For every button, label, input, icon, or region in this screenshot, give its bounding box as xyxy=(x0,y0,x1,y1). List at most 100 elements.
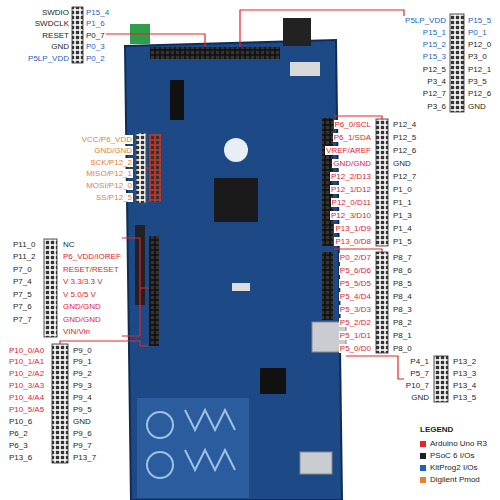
pin-header xyxy=(52,344,68,463)
pin-label: P12_2/D13 xyxy=(330,172,372,181)
pin-label: MISO/P12_1 xyxy=(85,169,133,178)
pin-label: GND/GND xyxy=(62,315,102,324)
digital-header xyxy=(322,252,333,320)
pin-label: P10_3/A3 xyxy=(8,381,45,390)
pin-label: P6_2 xyxy=(8,429,29,438)
legend-swatch xyxy=(420,453,426,459)
leader-lines xyxy=(60,10,404,379)
pin-label: P12_1 xyxy=(467,65,492,74)
pin-label: P15_2 xyxy=(422,40,447,49)
pin-label: P9_6 xyxy=(72,429,93,438)
legend-text: Digilent Pmod xyxy=(430,474,480,486)
pin-header xyxy=(136,133,146,203)
touch-button xyxy=(147,412,173,438)
pin-label: P13_4 xyxy=(452,381,477,390)
pin-label: V 3.3/3.3 V xyxy=(62,277,104,286)
pin-label: P5_1/D1 xyxy=(339,331,372,340)
pin-label: P3_0 xyxy=(467,52,488,61)
leader-line xyxy=(146,167,149,168)
digital-pins xyxy=(322,252,333,320)
pin-header xyxy=(376,252,388,353)
pin-label: P5_5/D5 xyxy=(339,279,372,288)
legend-text: Arduino Uno R3 xyxy=(430,438,487,450)
touch-slider xyxy=(185,410,235,470)
pin-label: P15_1 xyxy=(422,28,447,37)
crystal xyxy=(232,283,250,291)
pin-label: P8_1 xyxy=(392,331,413,340)
pin-label: P6_0/SCL xyxy=(334,120,372,129)
pin-label: P8_3 xyxy=(392,305,413,314)
pin-label: P5_7 xyxy=(409,369,430,378)
pin-label: GND xyxy=(392,159,412,168)
pin-label: P3_4 xyxy=(426,77,447,86)
digital-header xyxy=(322,118,333,246)
pin-label: P12_0 xyxy=(467,40,492,49)
pin-label: P10_6 xyxy=(8,417,33,426)
pin-label: P12_4 xyxy=(392,120,417,129)
pin-label: P5_4/D4 xyxy=(339,292,372,301)
pin-label: P1_6 xyxy=(85,19,106,28)
pin-label: P12_0/D11 xyxy=(331,198,372,207)
legend-swatch xyxy=(420,465,426,471)
pin-label: GND/GND xyxy=(332,159,372,168)
leader-line xyxy=(122,238,149,336)
pin-grid xyxy=(450,14,464,112)
legend-text: PSoC 6 I/Os xyxy=(430,450,474,462)
pin-label: P7_4 xyxy=(12,277,33,286)
pin-label: P3_5 xyxy=(467,77,488,86)
pin-grid xyxy=(376,119,388,246)
pin-label: GND/GND xyxy=(62,302,102,311)
pin-label: P11_2 xyxy=(12,252,37,261)
pin-label: VCC/P6_VDD xyxy=(81,135,133,144)
pin-label: P9_0 xyxy=(72,346,93,355)
pin-label: P10_5/A5 xyxy=(8,405,45,414)
pin-label: GND xyxy=(72,417,92,426)
pin-label: P9_1 xyxy=(72,357,93,366)
pin-label: P10_7 xyxy=(405,381,430,390)
pin-grid xyxy=(136,133,146,203)
pin-label: SS/P12_5 xyxy=(95,193,133,202)
touch-area xyxy=(137,398,249,498)
pin-label: P15_5 xyxy=(467,16,492,25)
pin-label: SWDCLK xyxy=(34,19,70,28)
pin-label: P15_3 xyxy=(422,52,447,61)
pin-grid xyxy=(44,239,57,337)
component xyxy=(290,62,320,76)
kitprog-chip xyxy=(260,368,286,394)
pin-grid xyxy=(72,7,83,63)
pin-label: P12_7 xyxy=(392,172,417,181)
pin-label: P1_5 xyxy=(392,237,413,246)
pin-label: P10_2/A2 xyxy=(8,369,45,378)
pin-header xyxy=(44,239,57,337)
pin-label: P1_1 xyxy=(392,198,413,207)
pin-label: P6_3 xyxy=(8,441,29,450)
pin-label: P9_4 xyxy=(72,393,93,402)
pin-label: MOSI/P12_0 xyxy=(85,181,133,190)
touch-button xyxy=(147,452,173,478)
pin-label: P12_5 xyxy=(392,133,417,142)
pin-label: P7_7 xyxy=(12,315,33,324)
pin-label: P1_4 xyxy=(392,224,413,233)
pin-label: P13_7 xyxy=(72,453,97,462)
pin-label: P10_0/A0 xyxy=(8,346,45,355)
pin-label: GND xyxy=(467,102,487,111)
pin-label: P12_1/D12 xyxy=(330,185,372,194)
pin-label: P6_VDD/IOREF xyxy=(62,252,122,261)
top-header xyxy=(150,47,280,59)
pin-label: P8_4 xyxy=(392,292,413,301)
pin-grid xyxy=(434,356,448,402)
pin-label: P5_2/D2 xyxy=(339,318,372,327)
pin-label: P5LP_VDD xyxy=(27,54,70,63)
pin-label: P1_0 xyxy=(392,185,413,194)
pin-header xyxy=(434,356,448,402)
pin-label: P3_6 xyxy=(426,102,447,111)
pin-label: P10_1/A1 xyxy=(8,357,45,366)
digital-pins xyxy=(322,118,333,246)
pin-label: P5_6/D6 xyxy=(339,266,372,275)
pin-label: P9_2 xyxy=(72,369,93,378)
pin-label: P5LP_VDD xyxy=(404,16,447,25)
pin-label: P9_5 xyxy=(72,405,93,414)
pin-label: GND xyxy=(50,42,70,51)
pmod-header xyxy=(149,134,161,202)
pin-label: P1_3 xyxy=(392,211,413,220)
